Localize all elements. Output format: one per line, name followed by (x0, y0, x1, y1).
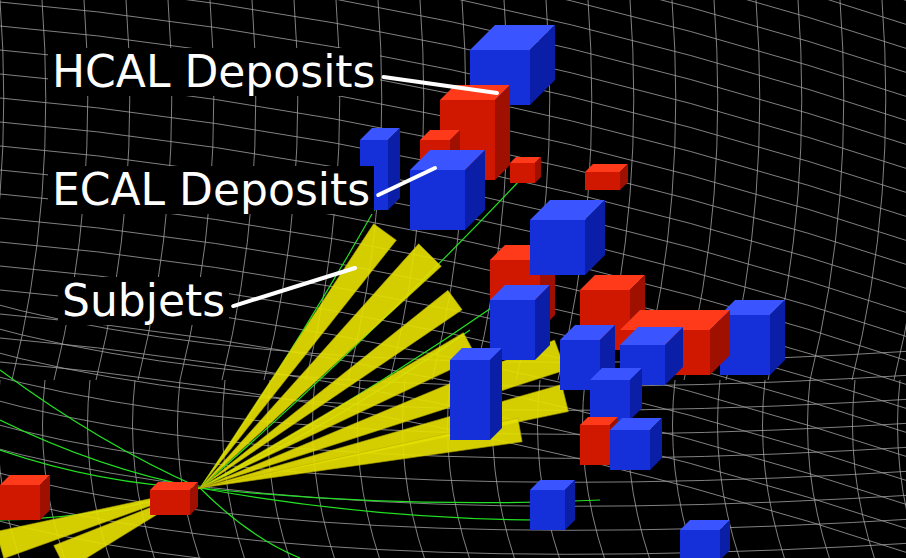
mesh-line (763, 380, 786, 558)
cell-side (620, 164, 628, 190)
track-line (200, 488, 540, 520)
mesh-line (894, 0, 906, 380)
mesh-line (810, 0, 844, 380)
cell-top (150, 482, 198, 490)
hcal-cell (530, 200, 605, 275)
hcal-cell (450, 348, 502, 440)
cell-front (680, 530, 720, 558)
cell-front (150, 490, 190, 515)
cell-front (585, 172, 620, 190)
mesh-line (0, 96, 906, 296)
annotation-label: HCAL Deposits (48, 48, 380, 96)
cell-front (580, 425, 610, 465)
cell-front (450, 360, 490, 440)
annotation-label: Subjets (58, 277, 229, 325)
cell-front (590, 380, 630, 420)
mesh-line (0, 264, 906, 464)
mesh-line (852, 0, 886, 380)
track-line (200, 488, 300, 558)
cell-side (190, 482, 198, 515)
cell-side (665, 327, 683, 385)
cell-side (535, 157, 541, 183)
mesh-line (0, 0, 906, 32)
cell-front (0, 485, 40, 520)
mesh-line (133, 380, 156, 558)
mesh-line (808, 380, 831, 558)
calorimeter-deposits (0, 25, 785, 558)
cell-front (530, 220, 585, 275)
cell-side (770, 300, 785, 375)
hcal-cell (410, 150, 485, 230)
annotation-label: ECAL Deposits (48, 166, 374, 214)
mesh-line (12, 0, 46, 380)
subjet-cone (54, 488, 200, 558)
cell-front (410, 170, 465, 230)
cell-side (388, 128, 400, 210)
ecal-cell (0, 475, 50, 520)
leader-line (233, 268, 355, 306)
ecal-cell (510, 157, 541, 183)
cell-side (565, 480, 575, 530)
mesh-line (0, 48, 906, 248)
mesh-line (0, 0, 906, 8)
cell-side (720, 520, 730, 558)
cell-side (490, 348, 502, 440)
cell-side (650, 418, 662, 470)
cell-side (495, 85, 510, 180)
cell-side (40, 475, 50, 520)
leader-line (384, 77, 497, 93)
mesh-line (0, 0, 906, 104)
leader-line (378, 168, 435, 195)
hcal-cell (610, 418, 662, 470)
mesh-line (0, 0, 4, 380)
cell-side (710, 310, 730, 375)
hcal-cell (530, 480, 575, 530)
mesh-line (178, 380, 201, 558)
track-line (0, 420, 200, 488)
cell-side (585, 200, 605, 275)
hcal-cell (590, 368, 642, 420)
subjet-cones (0, 224, 568, 558)
cell-front (530, 490, 565, 530)
mesh-line (0, 360, 906, 558)
ecal-cell (150, 482, 198, 515)
cell-front (510, 163, 535, 183)
cell-side (535, 285, 550, 360)
cell-side (465, 150, 485, 230)
mesh-line (853, 380, 876, 558)
cell-side (630, 368, 642, 420)
mesh-line (898, 380, 906, 558)
subjet-cone (200, 384, 568, 488)
track-line (0, 370, 200, 488)
tracks (0, 180, 600, 558)
cell-side (530, 25, 555, 105)
mesh-line (718, 380, 741, 558)
mesh-line (0, 72, 906, 272)
mesh-line (768, 0, 802, 380)
cell-front (610, 430, 650, 470)
hcal-cell (680, 520, 730, 558)
ecal-cell (585, 164, 628, 190)
